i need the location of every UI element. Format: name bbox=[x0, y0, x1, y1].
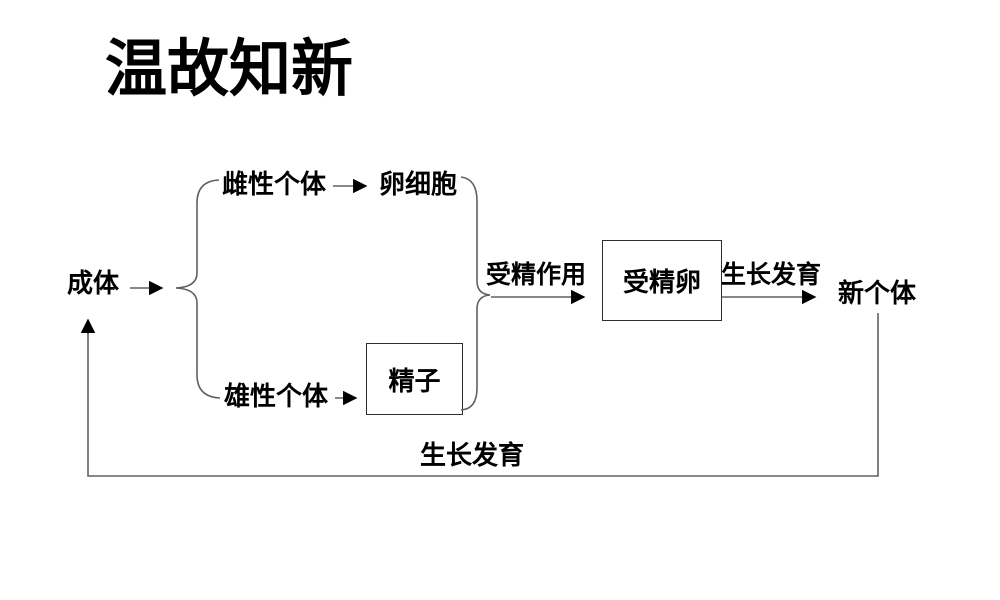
fork-brace-left bbox=[175, 179, 221, 399]
node-female-individual: 雌性个体 bbox=[222, 170, 327, 199]
node-egg-cell: 卵细胞 bbox=[379, 170, 458, 199]
node-adult: 成体 bbox=[67, 269, 120, 298]
box-fertilized-egg: 受精卵 bbox=[602, 240, 722, 321]
merge-brace-right bbox=[460, 176, 491, 411]
label-growth-development-right: 生长发育 bbox=[721, 262, 822, 289]
node-sperm: 精子 bbox=[388, 366, 441, 396]
slide-title: 温故知新 bbox=[105, 36, 354, 104]
node-fertilized-egg: 受精卵 bbox=[622, 268, 701, 297]
node-new-individual: 新个体 bbox=[838, 279, 917, 308]
label-fertilization: 受精作用 bbox=[486, 262, 587, 289]
box-sperm: 精子 bbox=[366, 343, 463, 415]
node-male-individual: 雄性个体 bbox=[224, 382, 329, 411]
label-growth-development-bottom: 生长发育 bbox=[420, 441, 525, 470]
